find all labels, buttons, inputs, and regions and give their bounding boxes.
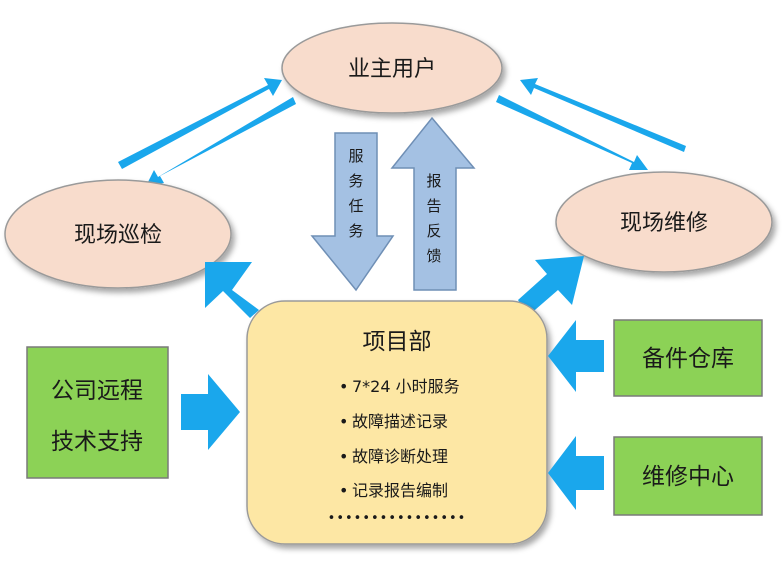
- arrow-owner-to-inspection: [146, 97, 296, 186]
- owner-repair-arrows: [496, 78, 686, 170]
- inspection-node: [4, 179, 232, 289]
- report-feedback-arrow: [390, 116, 476, 291]
- project-title: 项目部: [363, 329, 432, 355]
- repair-center-node: [613, 436, 763, 516]
- remote-support-node: [26, 346, 169, 479]
- project-items: • 7*24 小时服务 • 故障描述记录 • 故障诊断处理 • 记录报告编制: [339, 377, 460, 500]
- project-item-bullet: •: [339, 377, 348, 396]
- repair-label: 现场维修: [620, 211, 708, 236]
- spares-warehouse-label: 备件仓库: [642, 346, 734, 372]
- service-task-char: 服: [348, 147, 363, 165]
- arrow-project-to-inspection: [205, 262, 259, 318]
- arrow-spares-to-project: [548, 320, 604, 392]
- report-feedback-char: 馈: [426, 247, 441, 265]
- project-item-bullet: •: [339, 447, 348, 466]
- project-item: 记录报告编制: [352, 481, 448, 500]
- report-feedback-char: 反: [426, 222, 441, 240]
- owner-node: [281, 22, 503, 114]
- project-item-bullet: •: [339, 412, 348, 431]
- project-item-bullet: •: [339, 481, 348, 500]
- owner-label: 业主用户: [348, 57, 436, 82]
- remote-support-line1: 公司远程: [51, 378, 143, 404]
- arrow-project-to-repair: [518, 256, 584, 316]
- arrow-inspection-to-owner: [118, 78, 282, 169]
- service-task-label: 服 务 任 务: [348, 147, 363, 240]
- service-task-arrow: [310, 132, 395, 292]
- arrow-repair-center-to-project: [548, 436, 604, 510]
- remote-support-line2: 技术支持: [51, 429, 143, 455]
- project-more-ellipsis: ••••••••••••••••: [328, 511, 467, 526]
- service-task-char: 务: [348, 172, 363, 190]
- report-feedback-char: 告: [426, 197, 441, 215]
- repair-center-label: 维修中心: [642, 464, 734, 490]
- arrow-owner-to-repair: [496, 95, 648, 170]
- inspection-label: 现场巡检: [74, 223, 162, 248]
- project-item: 故障描述记录: [352, 412, 448, 431]
- arrow-repair-to-owner: [520, 78, 686, 152]
- project-item: 7*24 小时服务: [352, 377, 460, 396]
- repair-node: [555, 171, 773, 273]
- spares-warehouse-node: [613, 319, 763, 397]
- arrow-remote-to-project: [181, 374, 240, 450]
- service-task-char: 务: [348, 222, 363, 240]
- project-node: [246, 300, 548, 545]
- service-task-char: 任: [348, 197, 363, 215]
- report-feedback-label: 报 告 反 馈: [426, 172, 441, 265]
- report-feedback-char: 报: [426, 172, 441, 190]
- project-item: 故障诊断处理: [352, 447, 448, 466]
- owner-inspection-arrows: [118, 78, 296, 186]
